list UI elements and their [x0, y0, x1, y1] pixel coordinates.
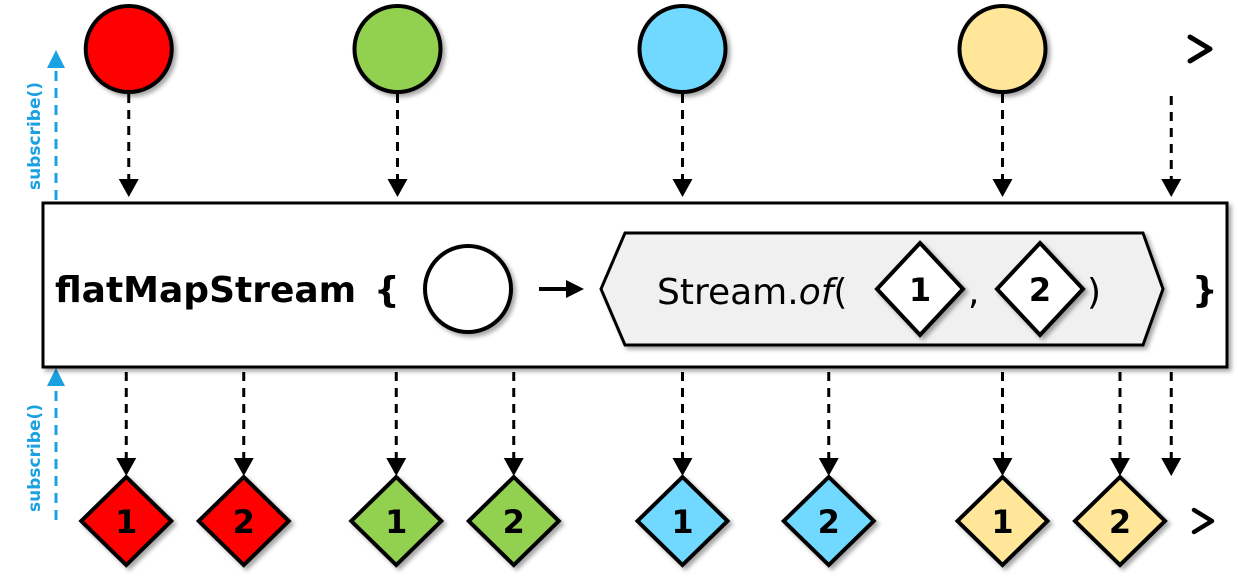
- stream-arg-1-label: 1: [909, 271, 931, 309]
- operator-to-result-connector: [672, 372, 693, 476]
- diamond-shape: [634, 474, 731, 568]
- source-to-operator-connector: [387, 94, 408, 197]
- down-arrow-icon: [233, 458, 254, 476]
- down-arrow-icon: [116, 458, 137, 476]
- source-event-marble: [83, 4, 174, 94]
- diamond-shape: [465, 474, 562, 568]
- stream-close-paren: ): [1087, 272, 1101, 313]
- source-event-marble: [957, 4, 1048, 94]
- operator-input-circle: [423, 244, 513, 334]
- down-arrow-icon: [503, 458, 524, 476]
- subscribe-arrow-icon: [47, 368, 65, 386]
- result-event-label: 1: [385, 503, 407, 541]
- source-event-marble: [352, 4, 443, 94]
- diamond-shape: [954, 474, 1051, 568]
- result-timeline-arrowhead-icon: [1191, 507, 1215, 535]
- stream-arg-2: 2: [994, 240, 1086, 338]
- operator-to-result-connector: [116, 372, 137, 476]
- diamond-shape: [780, 474, 877, 568]
- subscribe-upper: subscribe(): [25, 50, 65, 200]
- operator-box: flatMapStream { Stream.of( 1 , 2 ) }: [41, 201, 1229, 369]
- stream-function-name: of: [799, 272, 839, 313]
- diamond-shape: [195, 474, 292, 568]
- stream-arg-2-label: 2: [1029, 271, 1051, 309]
- result-event-diamond: 1: [954, 474, 1051, 568]
- down-arrow-icon: [1161, 458, 1182, 476]
- source-event-marble: [637, 4, 728, 94]
- source-complete-connector: [1161, 96, 1182, 197]
- down-arrow-icon: [672, 458, 693, 476]
- operator-to-result-connector: [1110, 372, 1130, 476]
- diamond-shape: [994, 240, 1086, 338]
- subscribe-lower: subscribe(): [25, 368, 65, 520]
- source-to-operator-connector: [672, 94, 693, 197]
- right-arrow-icon: [539, 280, 584, 298]
- down-arrow-icon: [1110, 458, 1130, 476]
- diamond-shape: [78, 474, 175, 568]
- down-arrow-icon: [118, 179, 139, 197]
- result-event-diamond: 1: [78, 474, 175, 568]
- operator-to-result-connector: [818, 372, 839, 476]
- result-events: 1 2 1 2 1 2 1 2: [78, 474, 1176, 568]
- result-event-diamond: 1: [348, 474, 445, 568]
- operator-close-brace: }: [1192, 270, 1218, 311]
- result-event-label: 1: [115, 503, 137, 541]
- operator-complete-connector: [1161, 372, 1182, 476]
- source-to-operator-connector: [992, 94, 1013, 197]
- down-arrow-icon: [387, 179, 408, 197]
- stream-open-paren: (: [833, 272, 847, 313]
- stream-separator: ,: [968, 272, 979, 313]
- stream-function-text: Stream.of(: [657, 272, 847, 313]
- result-event-diamond: 2: [465, 474, 562, 568]
- source-to-operator-connector: [118, 94, 139, 197]
- operator-name: flatMapStream: [55, 270, 356, 311]
- down-arrow-icon: [818, 458, 839, 476]
- result-event-label: 2: [818, 503, 840, 541]
- result-event-label: 2: [233, 503, 255, 541]
- stream-arg-1: 1: [874, 240, 966, 338]
- subscribe-label: subscribe(): [25, 82, 45, 190]
- diamond-shape: [874, 240, 966, 338]
- operator-to-result-connector: [233, 372, 254, 476]
- source-events: [83, 4, 1176, 94]
- result-event-label: 2: [1109, 503, 1131, 541]
- source-timeline-arrowhead-icon: [1187, 34, 1213, 64]
- down-arrow-icon: [1161, 179, 1182, 197]
- stream-prefix: Stream.: [657, 272, 799, 313]
- down-arrow-icon: [992, 179, 1013, 197]
- operator-open-brace: {: [374, 270, 400, 311]
- down-arrow-icon: [992, 458, 1013, 476]
- result-event-diamond: 2: [195, 474, 292, 568]
- operator-to-result-connector: [386, 372, 407, 476]
- connectors: [116, 94, 1182, 476]
- diamond-shape: [348, 474, 445, 568]
- down-arrow-icon: [672, 179, 693, 197]
- result-event-diamond: 2: [1072, 474, 1168, 568]
- result-event-label: 2: [503, 503, 525, 541]
- operator-to-result-connector: [503, 372, 524, 476]
- down-arrow-icon: [386, 458, 407, 476]
- diamond-shape: [1072, 474, 1168, 568]
- subscribe-label: subscribe(): [25, 404, 45, 512]
- subscribe-arrow-icon: [47, 50, 65, 68]
- operator-to-result-connector: [992, 372, 1013, 476]
- result-event-diamond: 1: [634, 474, 731, 568]
- result-event-label: 1: [991, 503, 1013, 541]
- result-event-label: 1: [671, 503, 693, 541]
- result-event-diamond: 2: [780, 474, 877, 568]
